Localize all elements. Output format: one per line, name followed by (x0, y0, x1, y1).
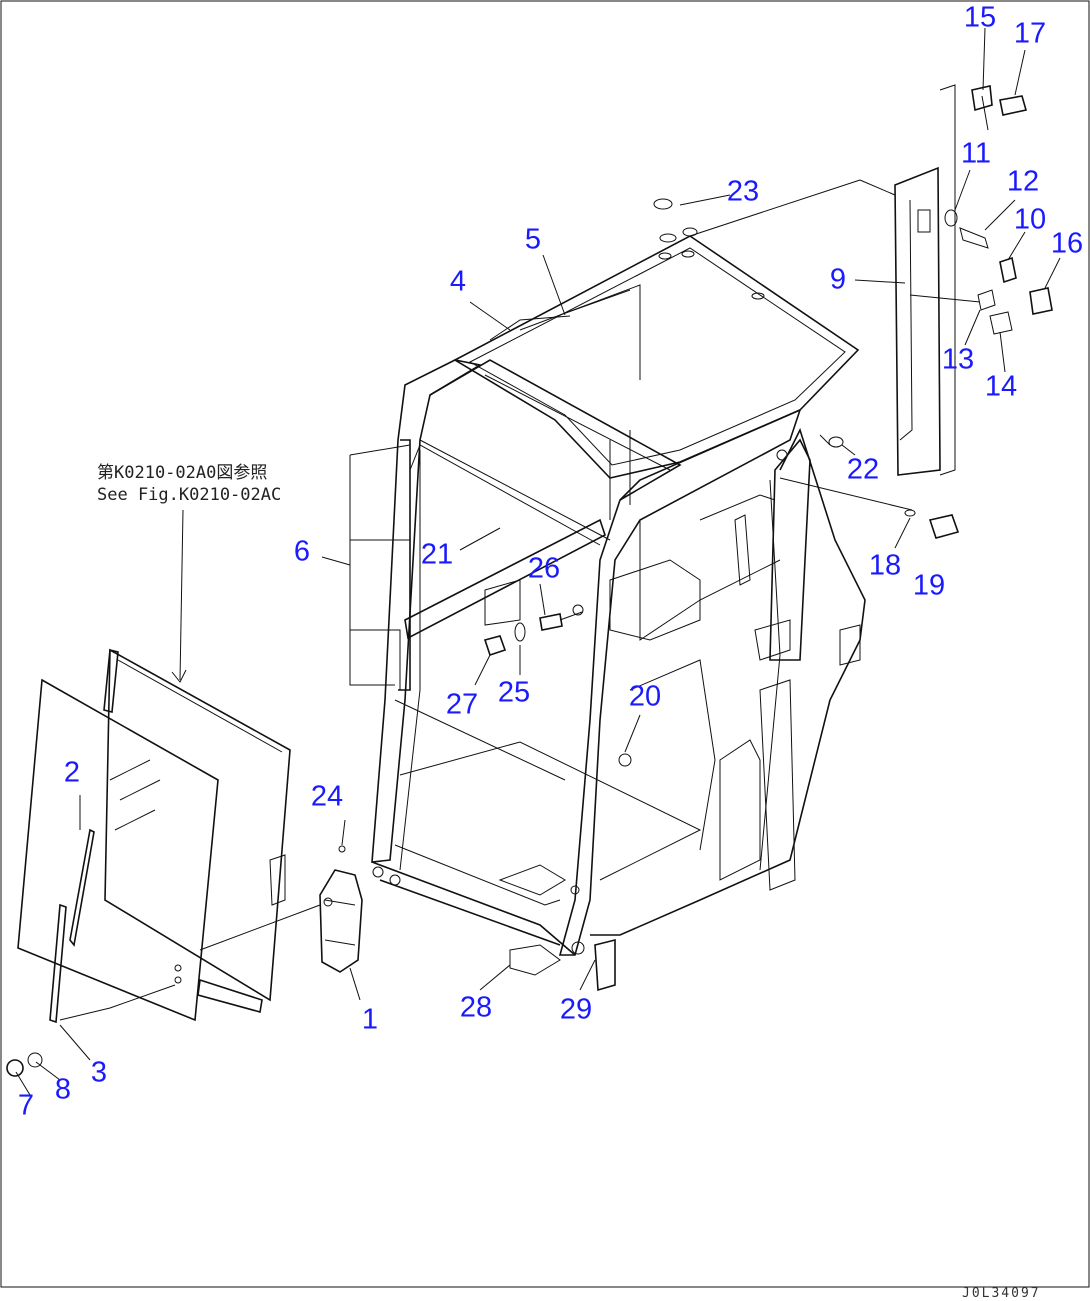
window-glass-panels (17, 648, 291, 1022)
reference-note-en: See Fig.K0210-02AC (97, 485, 282, 505)
cab-frame (371, 359, 866, 992)
callout-4: 4 (449, 265, 467, 298)
nut-washer (6, 1052, 43, 1077)
callout-2: 2 (63, 756, 81, 789)
callout-29: 29 (559, 993, 593, 1026)
reference-note: 第K0210-02A0図参照 See Fig.K0210-02AC (97, 462, 281, 506)
callout-20: 20 (628, 680, 662, 713)
hinge-hardware (653, 85, 1053, 539)
callout-23: 23 (726, 175, 760, 208)
callout-7: 7 (17, 1089, 35, 1122)
drawing-id: J0L34097 (962, 1286, 1041, 1301)
callout-21: 21 (420, 538, 454, 571)
callout-11: 11 (960, 137, 992, 170)
callout-9: 9 (829, 263, 847, 296)
callout-13: 13 (941, 343, 975, 376)
callout-14: 14 (984, 370, 1018, 403)
center-hardware (483, 579, 583, 657)
window-frame-part-6 (349, 439, 411, 691)
callout-28: 28 (459, 991, 493, 1024)
callout-10: 10 (1013, 203, 1047, 236)
callout-15: 15 (963, 1, 997, 34)
rear-panel-part-9 (894, 84, 956, 476)
callout-25: 25 (497, 676, 531, 709)
callout-24: 24 (310, 780, 344, 813)
callout-1: 1 (361, 1003, 379, 1036)
callout-8: 8 (54, 1073, 72, 1106)
wiper-motor-part-1 (199, 845, 363, 973)
reference-note-jp: 第K0210-02A0図参照 (97, 463, 268, 483)
callout-5: 5 (524, 223, 542, 256)
callout-26: 26 (527, 552, 561, 585)
callout-19: 19 (912, 569, 946, 602)
callout-12: 12 (1006, 165, 1040, 198)
callout-3: 3 (90, 1056, 108, 1089)
callout-17: 17 (1013, 17, 1047, 50)
callout-27: 27 (445, 688, 479, 721)
wiper-part-2 (49, 828, 182, 1024)
cab-roof (453, 227, 860, 479)
callout-18: 18 (868, 549, 902, 582)
leader-lines (15, 27, 1061, 1096)
callout-16: 16 (1050, 227, 1084, 260)
callout-22: 22 (846, 453, 880, 486)
callout-6: 6 (293, 535, 311, 568)
